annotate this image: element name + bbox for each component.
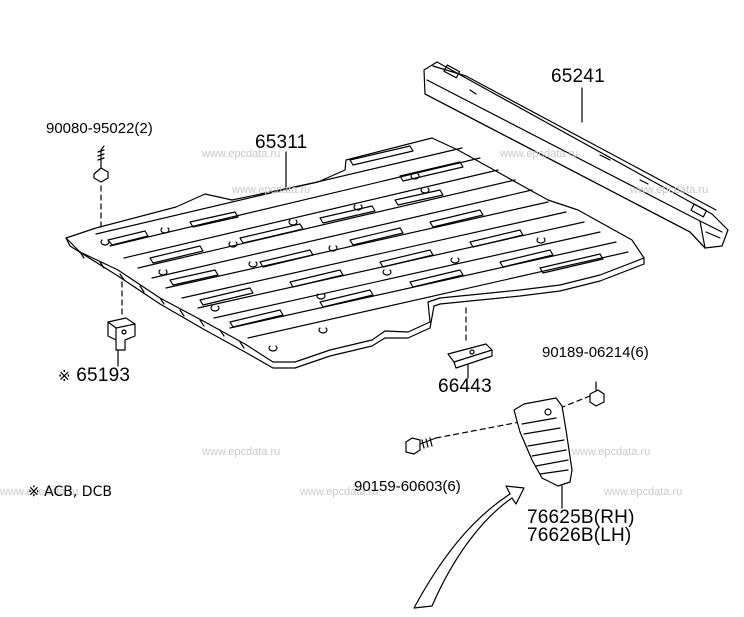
watermark: www.epcdata.ru <box>604 486 683 498</box>
footnote: ※ ACB, DCB <box>28 484 112 500</box>
part-label-bracket-center: 66443 <box>438 376 492 397</box>
part-label-bracket-left: ※ 65193 <box>58 365 130 387</box>
part-label-clip: 90189-06214(6) <box>542 344 649 361</box>
floor-panel-part <box>65 137 645 369</box>
watermark: www.epcdata.ru <box>0 486 79 498</box>
screw-part <box>405 421 521 455</box>
watermark: www.epcdata.ru <box>232 184 311 196</box>
leader-lines <box>100 87 583 379</box>
watermark: www.epcdata.ru <box>202 148 281 160</box>
part-label-cross-member: 65241 <box>551 66 605 87</box>
cross-member-part <box>423 61 729 249</box>
part-label-floor-panel: 65311 <box>255 132 308 153</box>
part-label-screw: 90159-60603(6) <box>354 478 461 495</box>
part-label-mudguard-lh: 76626B(LH) <box>527 525 632 546</box>
mudguard-part <box>513 397 573 509</box>
bolt-part <box>93 149 109 231</box>
note-mark: ※ <box>58 368 71 385</box>
watermark: www.epcdata.ru <box>202 446 281 458</box>
watermark: www.epcdata.ru <box>300 486 379 498</box>
bracket-left-part <box>107 281 136 351</box>
direction-arrow <box>413 485 525 609</box>
bracket-left-number: 65193 <box>76 365 131 386</box>
bracket-center-part <box>447 307 493 373</box>
part-label-mudguard-rh: 76625B(RH) <box>527 507 635 528</box>
watermark: www.epcdata.ru <box>630 184 709 196</box>
part-label-bolt: 90080-95022(2) <box>46 120 153 137</box>
watermark: www.epcdata.ru <box>500 148 579 160</box>
watermark: www.epcdata.ru <box>572 446 651 458</box>
